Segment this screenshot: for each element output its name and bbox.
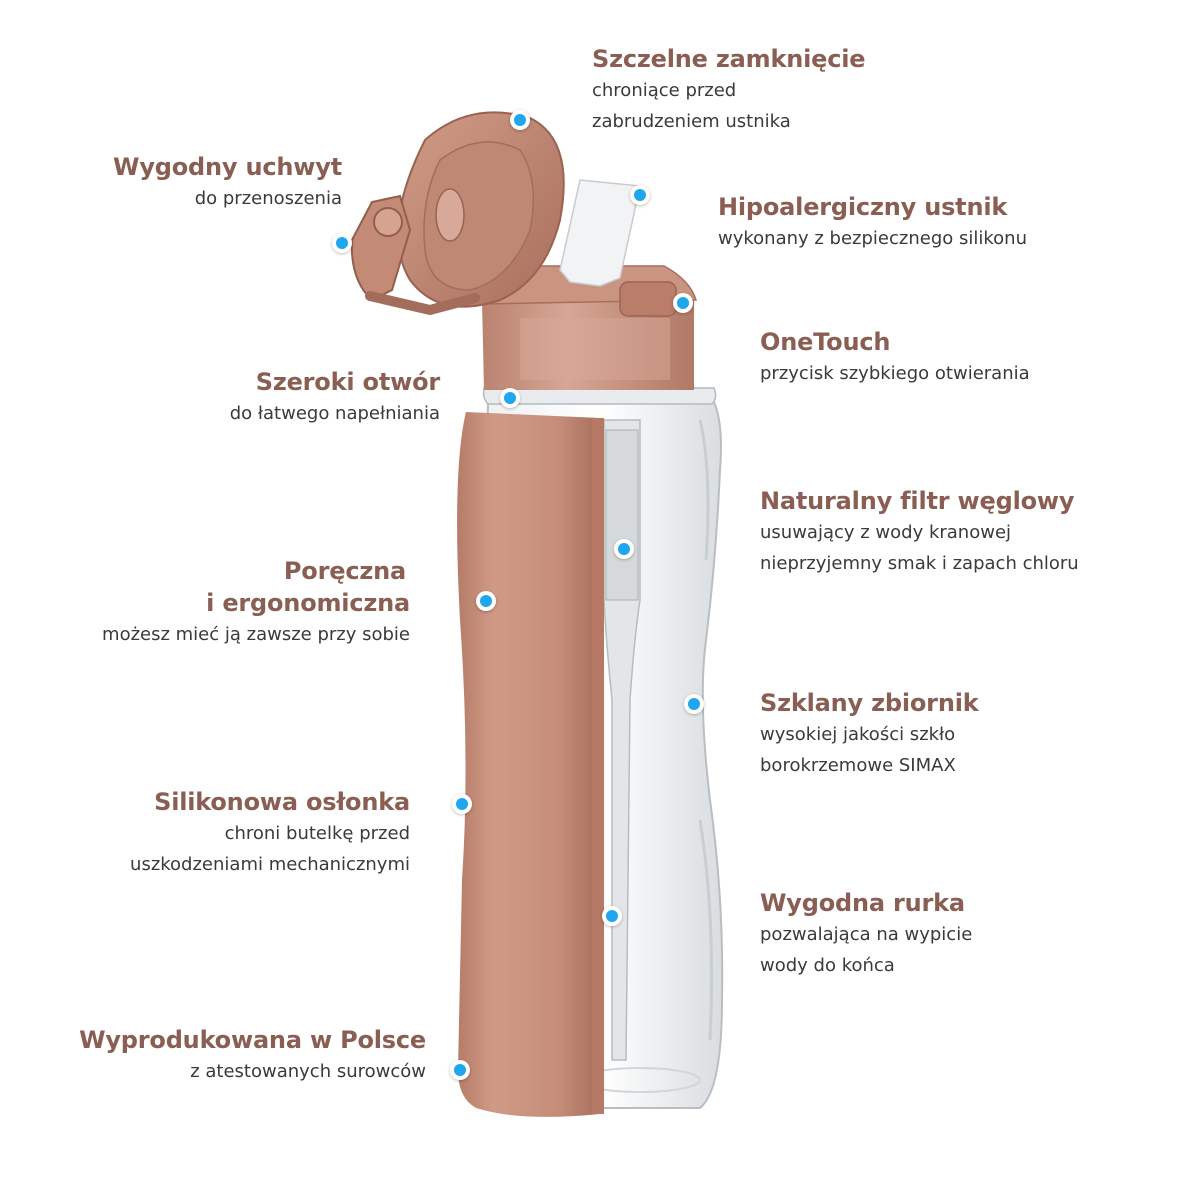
feature-desc: chroni butelkę przed: [224, 823, 410, 844]
feature-title: Hipoalergiczny ustnik: [718, 193, 1008, 221]
feature-title: Wygodna rurka: [760, 889, 965, 917]
feature-desc: do łatwego napełniania: [229, 403, 440, 424]
marker-dot-ergonomic: [476, 591, 496, 611]
marker-dot-sealed-closure: [510, 110, 530, 130]
feature-desc: chroniące przed: [592, 80, 737, 101]
cap: [477, 265, 698, 390]
feature-desc: borokrzemowe SIMAX: [760, 755, 956, 776]
marker-dot-silicone-sleeve: [452, 794, 472, 814]
marker-dot-straw: [602, 906, 622, 926]
straw-filter: [603, 419, 641, 1061]
silicone-sleeve: [457, 412, 604, 1117]
feature-desc: z atestowanych surowców: [190, 1061, 426, 1082]
feature-title: Wyprodukowana w Polsce: [79, 1026, 426, 1054]
feature-desc: nieprzyjemny smak i zapach chloru: [760, 553, 1079, 574]
marker-dot-glass-tank: [684, 694, 704, 714]
marker-dot-wide-opening: [500, 388, 520, 408]
feature-handle: Wygodny uchwyt do przenoszenia: [113, 151, 342, 214]
feature-onetouch: OneTouch przycisk szybkiego otwierania: [760, 326, 1030, 389]
marker-dot-handle: [332, 233, 352, 253]
feature-desc: wykonany z bezpiecznego silikonu: [718, 228, 1027, 249]
feature-made-in-poland: Wyprodukowana w Polsce z atestowanych su…: [79, 1024, 426, 1087]
marker-dot-made-in-poland: [450, 1060, 470, 1080]
marker-dot-mouthpiece: [630, 185, 650, 205]
feature-mouthpiece: Hipoalergiczny ustnik wykonany z bezpiec…: [718, 191, 1027, 254]
feature-wide-opening: Szeroki otwór do łatwego napełniania: [230, 366, 440, 429]
feature-title: Szczelne zamknięcie: [592, 45, 866, 73]
feature-title: Szeroki otwór: [255, 368, 440, 396]
feature-sealed-closure: Szczelne zamknięcie chroniące przed zabr…: [592, 43, 866, 137]
feature-title: OneTouch: [760, 328, 891, 356]
feature-title: Silikonowa osłonka: [154, 788, 410, 816]
lid-with-handle: [350, 111, 565, 316]
feature-desc: wysokiej jakości szkło: [760, 724, 956, 745]
feature-ergonomic: Poręczna i ergonomiczna możesz mieć ją z…: [102, 555, 410, 650]
feature-desc: wody do końca: [760, 955, 895, 976]
feature-straw: Wygodna rurka pozwalająca na wypicie wod…: [760, 887, 972, 981]
feature-title: Wygodny uchwyt: [113, 153, 342, 181]
feature-desc: zabrudzeniem ustnika: [592, 111, 791, 132]
feature-title: i ergonomiczna: [206, 589, 410, 617]
feature-desc: możesz mieć ją zawsze przy sobie: [102, 624, 410, 645]
feature-silicone-sleeve: Silikonowa osłonka chroni butelkę przed …: [130, 786, 410, 880]
marker-dot-onetouch: [673, 293, 693, 313]
feature-desc: przycisk szybkiego otwierania: [760, 363, 1030, 384]
feature-glass-tank: Szklany zbiornik wysokiej jakości szkło …: [760, 687, 979, 781]
marker-dot-carbon-filter: [614, 539, 634, 559]
feature-title: Naturalny filtr węglowy: [760, 487, 1075, 515]
feature-title: Szklany zbiornik: [760, 689, 979, 717]
feature-title: Poręczna: [283, 557, 406, 585]
neck-ring: [482, 387, 717, 405]
feature-desc: uszkodzeniami mechanicznymi: [130, 854, 410, 875]
feature-desc: do przenoszenia: [194, 188, 342, 209]
feature-carbon-filter: Naturalny filtr węglowy usuwający z wody…: [760, 485, 1079, 579]
feature-desc: pozwalająca na wypicie: [760, 924, 973, 945]
feature-desc: usuwający z wody kranowej: [760, 522, 1012, 543]
